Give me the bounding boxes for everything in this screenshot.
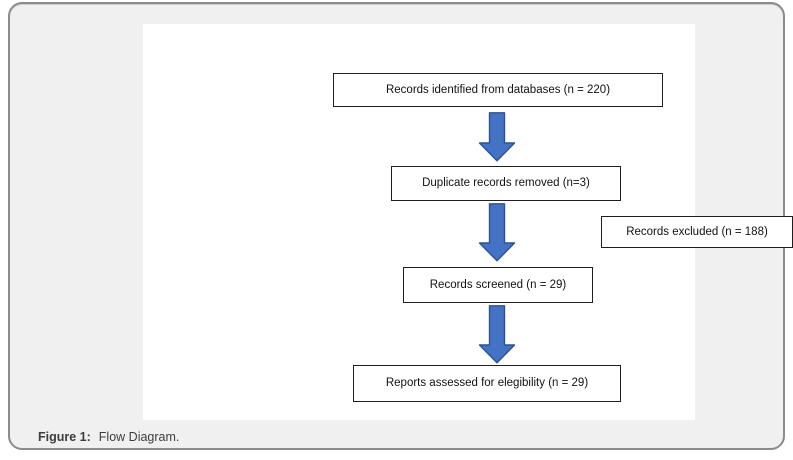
flow-diagram-panel: Records identified from databases (n = 2…: [143, 24, 793, 420]
flow-box-label: Records identified from databases (n = 2…: [385, 83, 611, 96]
flow-box-records-excluded: Records excluded (n = 188): [601, 216, 793, 248]
down-block-arrow-icon: [478, 203, 516, 262]
figure-caption: Figure 1: Flow Diagram.: [38, 430, 179, 444]
figure-card: Records identified from databases (n = 2…: [8, 2, 793, 450]
flow-box-records-screened: Records screened (n = 29): [403, 267, 593, 303]
flow-box-records-identified: Records identified from databases (n = 2…: [333, 73, 663, 107]
figure-caption-text: Flow Diagram.: [98, 430, 180, 444]
figure-caption-label: Figure 1:: [38, 430, 91, 444]
down-block-arrow-icon: [478, 305, 516, 364]
flow-box-label: Reports assessed for elegibility (n = 29…: [385, 377, 589, 390]
flow-box-duplicates-removed: Duplicate records removed (n=3): [391, 166, 621, 201]
flow-box-label: Records screened (n = 29): [429, 278, 567, 291]
flow-box-reports-assessed: Reports assessed for elegibility (n = 29…: [353, 365, 621, 402]
flow-box-label: Duplicate records removed (n=3): [422, 177, 590, 190]
down-block-arrow-icon: [478, 112, 516, 162]
flow-box-label: Records excluded (n = 188): [626, 225, 768, 238]
